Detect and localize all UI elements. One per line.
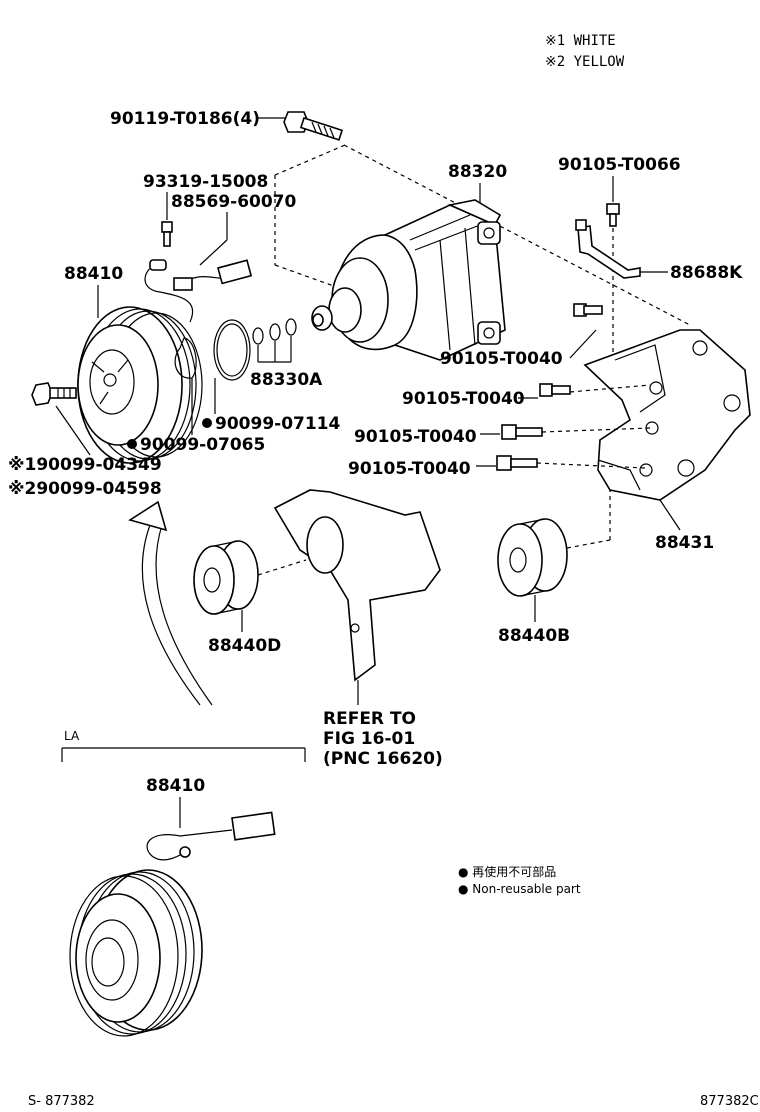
footer-right: 877382C (700, 1094, 759, 1109)
clutch-pulley-drawing (77, 306, 203, 464)
label-clutch-la: 88410 (146, 776, 205, 796)
clutch-bolt-drawing (31, 382, 77, 406)
idler-pulley-d-drawing (193, 540, 259, 615)
label-refer-line2: FIG 16-01 (323, 729, 415, 749)
note-white: ※1 WHITE (545, 33, 616, 49)
footer-left: S- 877382 (28, 1094, 95, 1109)
idler-pulley-b-drawing (497, 518, 568, 597)
label-idler-d: 88440D (208, 636, 281, 656)
compressor-drawing (311, 199, 506, 361)
label-shim-set: 88330A (250, 370, 323, 390)
bolt-t0040-d-drawing (496, 455, 538, 471)
bracket-drawing (583, 329, 751, 501)
label-bolt-t0040-d: 90105-T0040 (348, 459, 471, 479)
label-clip: 93319-15008 (143, 172, 268, 192)
label-bolt-bracket-top: 90105-T0066 (558, 155, 681, 175)
variant-label: LA (64, 729, 80, 743)
note-yellow: ※2 YELLOW (545, 54, 625, 70)
label-bolt-top: 90119-T0186(4) (110, 109, 260, 129)
small-bolt-drawing (606, 203, 620, 227)
washers-drawing (252, 318, 297, 345)
harness-clamp-drawing (575, 219, 641, 279)
legend-japanese: ● 再使用不可部品 (458, 864, 556, 879)
legend-english: ● Non-reusable part (458, 882, 581, 896)
clip-drawing (161, 221, 173, 247)
label-bolt-t0040-a: 90105-T0040 (440, 349, 563, 369)
label-bolt-t0040-c: 90105-T0040 (354, 427, 477, 447)
label-harness-clamp: 88688K (670, 263, 743, 283)
label-compressor: 88320 (448, 162, 507, 182)
label-idler-b: 88440B (498, 626, 570, 646)
shim-drawing (174, 337, 197, 379)
label-refer-line1: REFER TO (323, 709, 416, 729)
label-bolt-white: ※190099-04349 (8, 455, 162, 475)
arrow-drawing (128, 500, 213, 706)
label-bracket: 88431 (655, 533, 714, 553)
bolt-t0040-b-drawing (539, 383, 571, 397)
long-bolt-drawing (283, 111, 344, 141)
bolt-t0040-c-drawing (501, 424, 543, 440)
label-snap-ring-a: 90099-07114 (215, 414, 341, 434)
label-clutch-hub: 88410 (64, 264, 123, 284)
snap-ring-drawing (213, 319, 251, 381)
label-wire-clamp: 88569-60070 (171, 192, 297, 212)
clutch-la-drawing (69, 811, 276, 1037)
label-bolt-yellow: ※290099-04598 (8, 479, 162, 499)
wire-connector-drawing (144, 259, 253, 323)
label-refer-line3: (PNC 16620) (323, 749, 443, 769)
label-snap-ring-b: 90099-07065 (140, 435, 265, 455)
tensioner-bracket-drawing (273, 489, 441, 682)
bolt-t0040-a-drawing (573, 303, 603, 317)
variant-bracket (61, 747, 306, 762)
label-bolt-t0040-b: 90105-T0040 (402, 389, 525, 409)
